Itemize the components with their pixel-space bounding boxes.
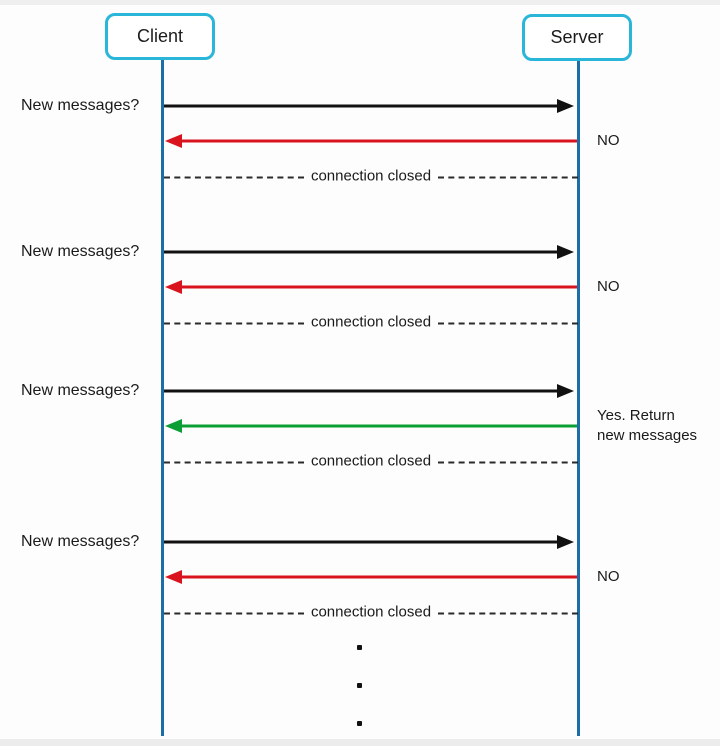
response-label: NO <box>597 568 620 585</box>
connection-closed-label: connection closed <box>310 313 432 331</box>
response-label: NO <box>597 278 620 295</box>
arrow-left-icon <box>165 280 182 294</box>
request-label: New messages? <box>21 243 140 260</box>
response-label: Yes. Return new messages <box>597 407 698 444</box>
response-arrow-line <box>180 424 577 428</box>
continuation-dot <box>357 645 362 650</box>
connection-closed-label: connection closed <box>310 167 432 185</box>
connection-closed-divider: connection closed <box>164 167 578 186</box>
arrow-left-icon <box>165 570 182 584</box>
request-label: New messages? <box>21 382 140 399</box>
client-label: Client <box>136 26 184 46</box>
client-lifeline <box>161 60 164 736</box>
connection-closed-divider: connection closed <box>164 313 578 332</box>
response-label: NO <box>597 132 620 149</box>
request-label: New messages? <box>21 97 140 114</box>
request-label: New messages? <box>21 533 140 550</box>
continuation-dot <box>357 683 362 688</box>
background-strip-top <box>0 0 720 5</box>
arrow-right-icon <box>557 245 574 259</box>
continuation-dot <box>357 721 362 726</box>
arrow-right-icon <box>557 99 574 113</box>
connection-closed-divider: connection closed <box>164 603 578 622</box>
request-arrow-line <box>164 540 564 544</box>
client-actor-box: Client <box>105 13 215 60</box>
connection-closed-divider: connection closed <box>164 452 578 471</box>
arrow-left-icon <box>165 134 182 148</box>
arrow-left-icon <box>165 419 182 433</box>
server-actor-box: Server <box>522 14 632 61</box>
connection-closed-label: connection closed <box>310 452 432 470</box>
connection-closed-label: connection closed <box>310 603 432 621</box>
arrow-right-icon <box>557 384 574 398</box>
server-label: Server <box>550 27 604 47</box>
arrow-right-icon <box>557 535 574 549</box>
response-arrow-line <box>180 139 577 143</box>
background-strip-bottom <box>0 739 720 746</box>
response-arrow-line <box>180 285 577 289</box>
request-arrow-line <box>164 104 564 108</box>
server-lifeline <box>577 61 580 736</box>
response-arrow-line <box>180 575 577 579</box>
request-arrow-line <box>164 250 564 254</box>
request-arrow-line <box>164 389 564 393</box>
